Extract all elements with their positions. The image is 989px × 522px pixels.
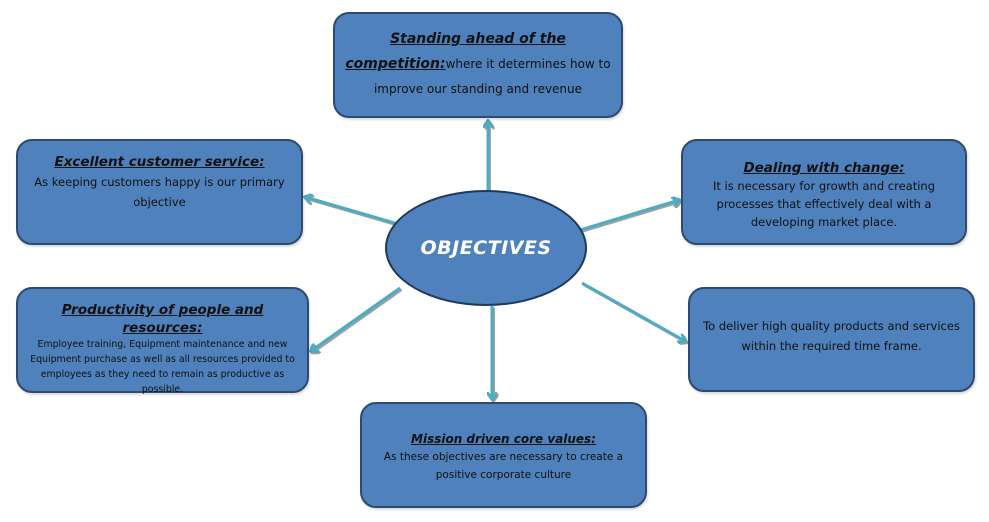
node-body: To deliver high quality products and ser… xyxy=(703,319,960,353)
arrow-to-right-lower xyxy=(581,281,685,341)
arrow-shadow-right-upper xyxy=(581,202,681,233)
center-label: OBJECTIVES xyxy=(420,237,552,259)
center-node-objectives: OBJECTIVES xyxy=(385,190,587,306)
arrow-to-right-upper xyxy=(579,200,679,232)
node-body: Employee training, Equipment maintenance… xyxy=(30,339,295,395)
node-body: It is necessary for growth and creating … xyxy=(712,179,936,229)
node-top-text: Standing ahead of the competition:where … xyxy=(345,27,611,102)
node-dealing-with-change: Dealing with change: It is necessary for… xyxy=(681,139,967,245)
node-title: Mission driven core values: xyxy=(411,432,596,446)
node-body: As these objectives are necessary to cre… xyxy=(383,451,624,481)
node-standing-ahead: Standing ahead of the competition:where … xyxy=(333,12,623,118)
node-quality-delivery: To deliver high quality products and ser… xyxy=(688,287,975,392)
node-title: Productivity of people and resources: xyxy=(61,302,264,336)
node-core-values: Mission driven core values: As these obj… xyxy=(360,402,647,508)
node-title: Excellent customer service: xyxy=(54,154,265,170)
node-customer-service: Excellent customer service: As keeping c… xyxy=(16,139,303,245)
node-productivity: Productivity of people and resources: Em… xyxy=(16,287,309,395)
arrow-to-left-upper xyxy=(305,197,399,226)
arrow-shadow-left-lower xyxy=(313,288,403,353)
node-title: Standing ahead of the competition: xyxy=(345,31,566,72)
arrow-to-left-lower xyxy=(311,286,401,351)
node-title: Dealing with change: xyxy=(743,160,905,176)
node-body: As keeping customers happy is our primar… xyxy=(34,175,285,209)
node-body: where it determines how to improve our s… xyxy=(373,57,611,96)
